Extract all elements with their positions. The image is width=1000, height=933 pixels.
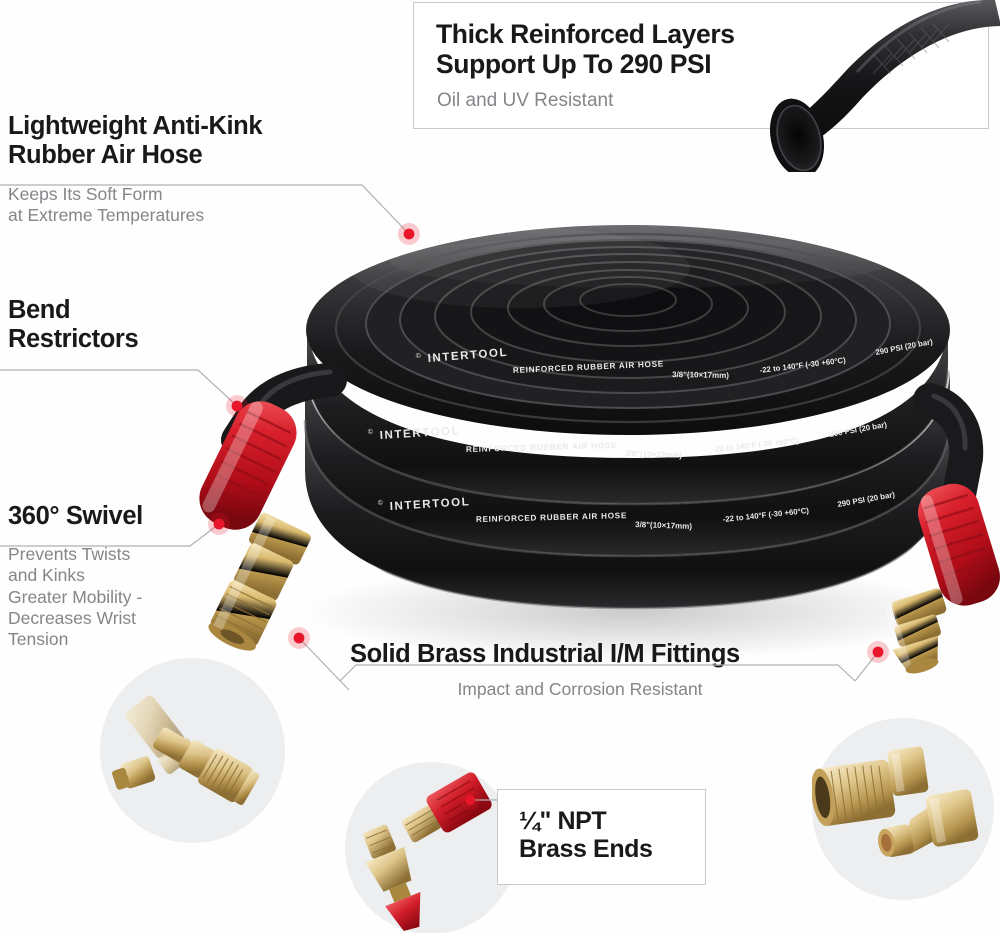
hose-printed-text: © INTERTOOL REINFORCED RUBBER AIR HOSE 3… (367, 337, 933, 531)
inset-npt-brass-end-closeup (345, 762, 517, 933)
leader-line-bend (0, 369, 238, 407)
hose-description: REINFORCED RUBBER AIR HOSE (513, 359, 664, 375)
hose-right-end (884, 383, 1000, 674)
leader-line-brass-left (298, 637, 350, 691)
svg-text:290 PSI (20 bar): 290 PSI (20 bar) (829, 420, 888, 439)
svg-text:©: © (377, 498, 384, 506)
callout-subline: Impact and Corrosion Resistant (457, 678, 703, 699)
callout-headline: Bend Restrictors (8, 296, 139, 353)
hose-temperature: -22 to 140°F (-30 +60°C) (759, 355, 846, 375)
callout-subline: Keeps Its Soft Form at Extreme Temperatu… (8, 183, 205, 225)
hose-brand-mark: © (415, 351, 422, 360)
hose-brand: INTERTOOL (427, 347, 508, 365)
callout-box-thick-reinforced-layers: Thick Reinforced Layers Support Up To 29… (413, 2, 989, 129)
callout-subline: Prevents Twists and Kinks Greater Mobili… (8, 543, 143, 650)
svg-text:-22 to 140°F (-30 +60°C): -22 to 140°F (-30 +60°C) (722, 506, 809, 524)
npt-callout-headline: ¼" NPT Brass Ends (519, 807, 653, 864)
callout-headline: Solid Brass Industrial I/M Fittings (350, 640, 740, 668)
callout-headline: Lightweight Anti-Kink Rubber Air Hose (8, 112, 263, 169)
leader-line-brass-right (854, 651, 879, 682)
marker-brass-right (867, 641, 889, 663)
svg-text:REINFORCED RUBBER AIR HOSE: REINFORCED RUBBER AIR HOSE (476, 511, 627, 524)
callout-360-swivel: 360° Swivel Prevents Twists and Kinks Gr… (8, 502, 223, 651)
marker-lightweight (398, 223, 420, 245)
callout-solid-brass-fittings: Solid Brass Industrial I/M Fittings Impa… (350, 640, 850, 700)
callout-box-npt-brass-ends: ¼" NPT Brass Ends (497, 789, 706, 885)
marker-bend (226, 395, 248, 417)
svg-text:290 PSI (20 bar): 290 PSI (20 bar) (837, 490, 896, 509)
svg-text:REINFORCED RUBBER AIR HOSE: REINFORCED RUBBER AIR HOSE (466, 441, 617, 454)
callout-headline: 360° Swivel (8, 502, 143, 530)
callout-bend-restrictors: Bend Restrictors (8, 296, 218, 354)
marker-brass-left (288, 627, 310, 649)
markers (208, 223, 889, 810)
svg-text:-22 to 140°F (-30 +60°C): -22 to 140°F (-30 +60°C) (712, 436, 799, 454)
inset-swivel-fitting-closeup (100, 658, 285, 843)
svg-text:INTERTOOL: INTERTOOL (379, 425, 460, 442)
svg-text:3/8"(10×17mm): 3/8"(10×17mm) (635, 520, 693, 531)
svg-text:©: © (367, 427, 374, 435)
callout-lightweight-anti-kink: Lightweight Anti-Kink Rubber Air Hose Ke… (8, 112, 348, 226)
hose-coil (303, 225, 952, 610)
svg-text:3/8"(10×17mm): 3/8"(10×17mm) (625, 449, 683, 460)
top-callout-subline: Oil and UV Resistant (437, 89, 614, 111)
inset-coupler-and-plug-closeup (811, 718, 994, 900)
top-callout-headline: Thick Reinforced Layers Support Up To 29… (436, 19, 735, 79)
hose-size: 3/8"(10×17mm) (672, 370, 729, 380)
hose-pressure: 290 PSI (20 bar) (875, 337, 934, 357)
svg-text:INTERTOOL: INTERTOOL (389, 496, 470, 513)
